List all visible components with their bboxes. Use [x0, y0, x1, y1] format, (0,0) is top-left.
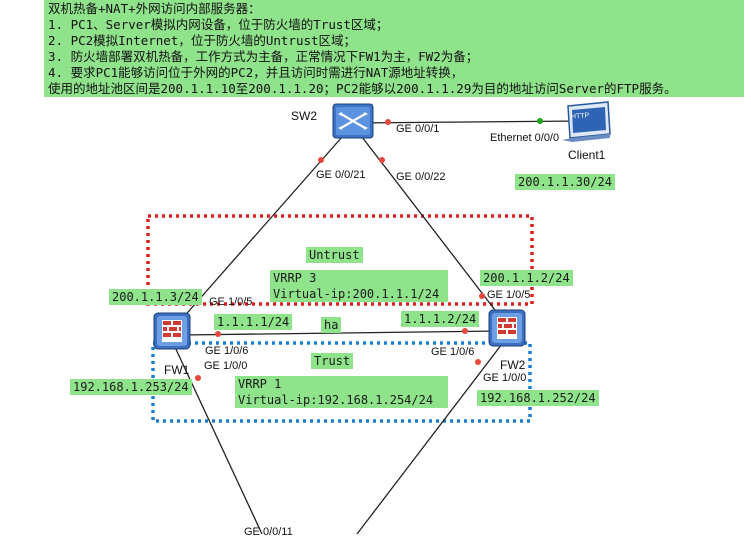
- port-dot: [537, 118, 543, 124]
- vrrp3-line2: Virtual-ip:200.1.1.1/24: [273, 287, 440, 301]
- fw2-ha-ip-label: 1.1.1.2/24: [401, 311, 480, 327]
- port-dot: [385, 119, 391, 125]
- vrrp1-line2: Virtual-ip:192.168.1.254/24: [238, 393, 434, 407]
- note-line: 1. PC1、Server模拟内网设备，位于防火墙的Trust区域；: [48, 17, 389, 32]
- fw1-trust-ip-label: 192.168.1.253/24: [70, 379, 192, 395]
- port-dot: [195, 375, 201, 381]
- requirements-note: 双机热备+NAT+外网访问内部服务器： 1. PC1、Server模拟内网设备，…: [44, 0, 744, 97]
- port-label: GE 0/0/22: [396, 171, 446, 183]
- fw1-ha-ip-label: 1.1.1.1/24: [214, 314, 293, 330]
- fw2-untrust-ip-label: 200.1.1.2/24: [480, 270, 573, 286]
- vrrp1-label: VRRP 1 Virtual-ip:192.168.1.254/24: [235, 376, 448, 408]
- port-label: GE 1/0/6: [431, 346, 475, 358]
- port-label: GE 1/0/0: [204, 360, 248, 372]
- port-dot: [462, 328, 468, 334]
- port-dot: [475, 359, 481, 365]
- trust-zone-label: Trust: [311, 353, 354, 369]
- client-icon[interactable]: [562, 101, 611, 142]
- vrrp1-line1: VRRP 1: [238, 377, 282, 391]
- port-label: GE 0/0/11: [244, 526, 293, 538]
- note-line: 2. PC2模拟Internet，位于防火墙的Untrust区域；: [48, 33, 357, 48]
- switch-icon[interactable]: [332, 103, 374, 139]
- client1-name: Client1: [568, 148, 606, 162]
- vrrp3-line1: VRRP 3: [273, 271, 317, 285]
- port-label: Ethernet 0/0/0: [490, 132, 560, 144]
- port-label: GE 0/0/1: [396, 123, 440, 135]
- port-dot: [379, 157, 385, 163]
- firewall-icon[interactable]: [153, 312, 191, 350]
- untrust-zone-label: Untrust: [306, 247, 363, 263]
- port-label: GE 1/0/0: [483, 372, 527, 384]
- port-label: GE 1/0/6: [205, 345, 249, 357]
- port-dot: [215, 331, 221, 337]
- link-sw2-fw2[interactable]: [361, 136, 506, 324]
- fw1-name: FW1: [164, 363, 190, 377]
- ha-label: ha: [321, 317, 342, 333]
- link-sw2-fw1[interactable]: [173, 136, 343, 329]
- port-label: GE 1/0/5: [487, 289, 531, 301]
- note-line: 双机热备+NAT+外网访问内部服务器：: [48, 1, 261, 16]
- client1-ip-label: 200.1.1.30/24: [515, 174, 615, 190]
- note-line: 3. 防火墙部署双机热备，工作方式为主备，正常情况下FW1为主，FW2为备；: [48, 49, 479, 64]
- fw1-untrust-ip-label: 200.1.1.3/24: [109, 289, 202, 305]
- note-line: 4. 要求PC1能够访问位于外网的PC2，并且访问时需进行NAT源地址转换，: [48, 65, 464, 80]
- port-dot: [479, 293, 485, 299]
- link-fw1-down[interactable]: [173, 344, 263, 534]
- link-ha[interactable]: [181, 330, 501, 336]
- link-fw2-down[interactable]: [356, 339, 506, 534]
- firewall-icon[interactable]: [488, 309, 526, 347]
- port-label: GE 0/0/21: [316, 169, 366, 181]
- fw2-name: FW2: [500, 358, 526, 372]
- untrust-zone-box: [146, 214, 534, 306]
- sw2-name: SW2: [291, 109, 318, 123]
- port-dot: [318, 157, 324, 163]
- note-line: 使用的地址池区间是200.1.1.10至200.1.1.20；PC2能够以200…: [48, 81, 677, 96]
- port-label: GE 1/0/5: [209, 296, 253, 308]
- vrrp3-label: VRRP 3 Virtual-ip:200.1.1.1/24: [270, 270, 448, 302]
- fw2-trust-ip-label: 192.168.1.252/24: [477, 390, 599, 406]
